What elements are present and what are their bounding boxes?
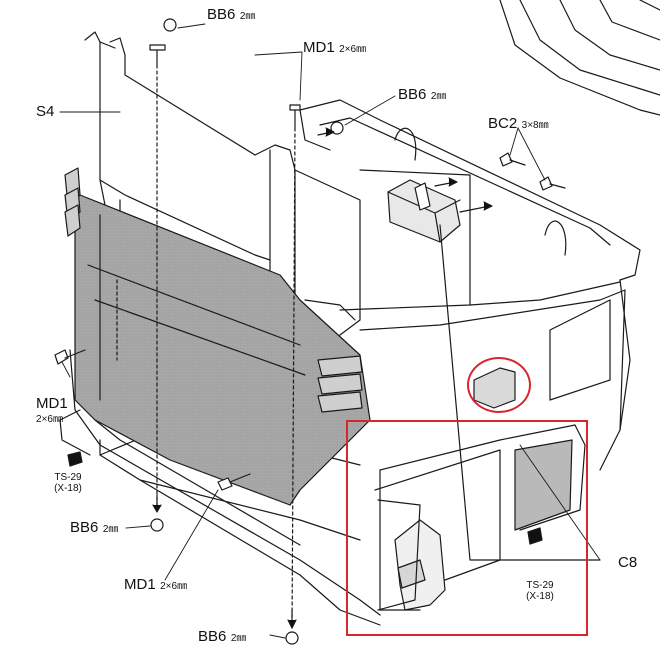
label-c8: C8 xyxy=(618,554,638,571)
part-size: 2×6㎜ xyxy=(339,44,367,55)
part-size: 2㎜ xyxy=(430,91,447,102)
label-bc2: BC2 3×8㎜ xyxy=(488,115,549,133)
label-bb6-bottom: BB6 2㎜ xyxy=(198,628,246,646)
part-code: BB6 xyxy=(398,86,427,103)
cab-rear-box xyxy=(299,99,641,471)
side-mirror xyxy=(377,499,446,611)
label-md1-left: MD1 2×6㎜ xyxy=(36,396,68,428)
part-code: MD1 xyxy=(303,39,335,56)
part-sub: (X-18) xyxy=(526,591,554,602)
part-code: TS-29 xyxy=(54,472,82,483)
side-louvers xyxy=(64,167,363,413)
part-code: BB6 xyxy=(198,628,227,645)
highlight-circle xyxy=(467,357,531,413)
part-size: 2㎜ xyxy=(239,11,256,22)
label-md1-low: MD1 2×6㎜ xyxy=(124,576,187,594)
label-bb6-top: BB6 2㎜ xyxy=(207,6,255,24)
label-ts29-left: TS-29 (X-18) xyxy=(48,472,88,494)
part-size: 2㎜ xyxy=(230,633,247,644)
part-code: BB6 xyxy=(70,519,99,536)
part-code: TS-29 xyxy=(526,580,554,591)
part-code: MD1 xyxy=(36,395,68,412)
lamp-unit-c8 xyxy=(387,179,601,561)
label-ts29-right: TS-29 (X-18) xyxy=(518,580,562,602)
part-code: BC2 xyxy=(488,115,518,132)
label-bb6-mid: BB6 2㎜ xyxy=(398,86,446,104)
highlight-rectangle xyxy=(346,420,588,636)
part-code: MD1 xyxy=(124,576,156,593)
part-sub: (X-18) xyxy=(54,483,82,494)
shaded-bumper-panel xyxy=(74,194,371,506)
label-s4: S4 xyxy=(36,103,55,120)
part-size: 2×6㎜ xyxy=(36,414,63,425)
part-size: 2㎜ xyxy=(102,524,119,535)
part-size: 2×6㎜ xyxy=(160,581,188,592)
screws xyxy=(54,18,566,645)
assembly-arrows xyxy=(152,127,493,629)
label-bb6-low: BB6 2㎜ xyxy=(70,519,118,537)
label-md1-top: MD1 2×6㎜ xyxy=(303,39,366,57)
part-code: BB6 xyxy=(207,6,236,23)
assembly-lines xyxy=(116,64,296,629)
part-size: 3×8㎜ xyxy=(521,120,549,131)
background-cab-part xyxy=(499,0,660,116)
